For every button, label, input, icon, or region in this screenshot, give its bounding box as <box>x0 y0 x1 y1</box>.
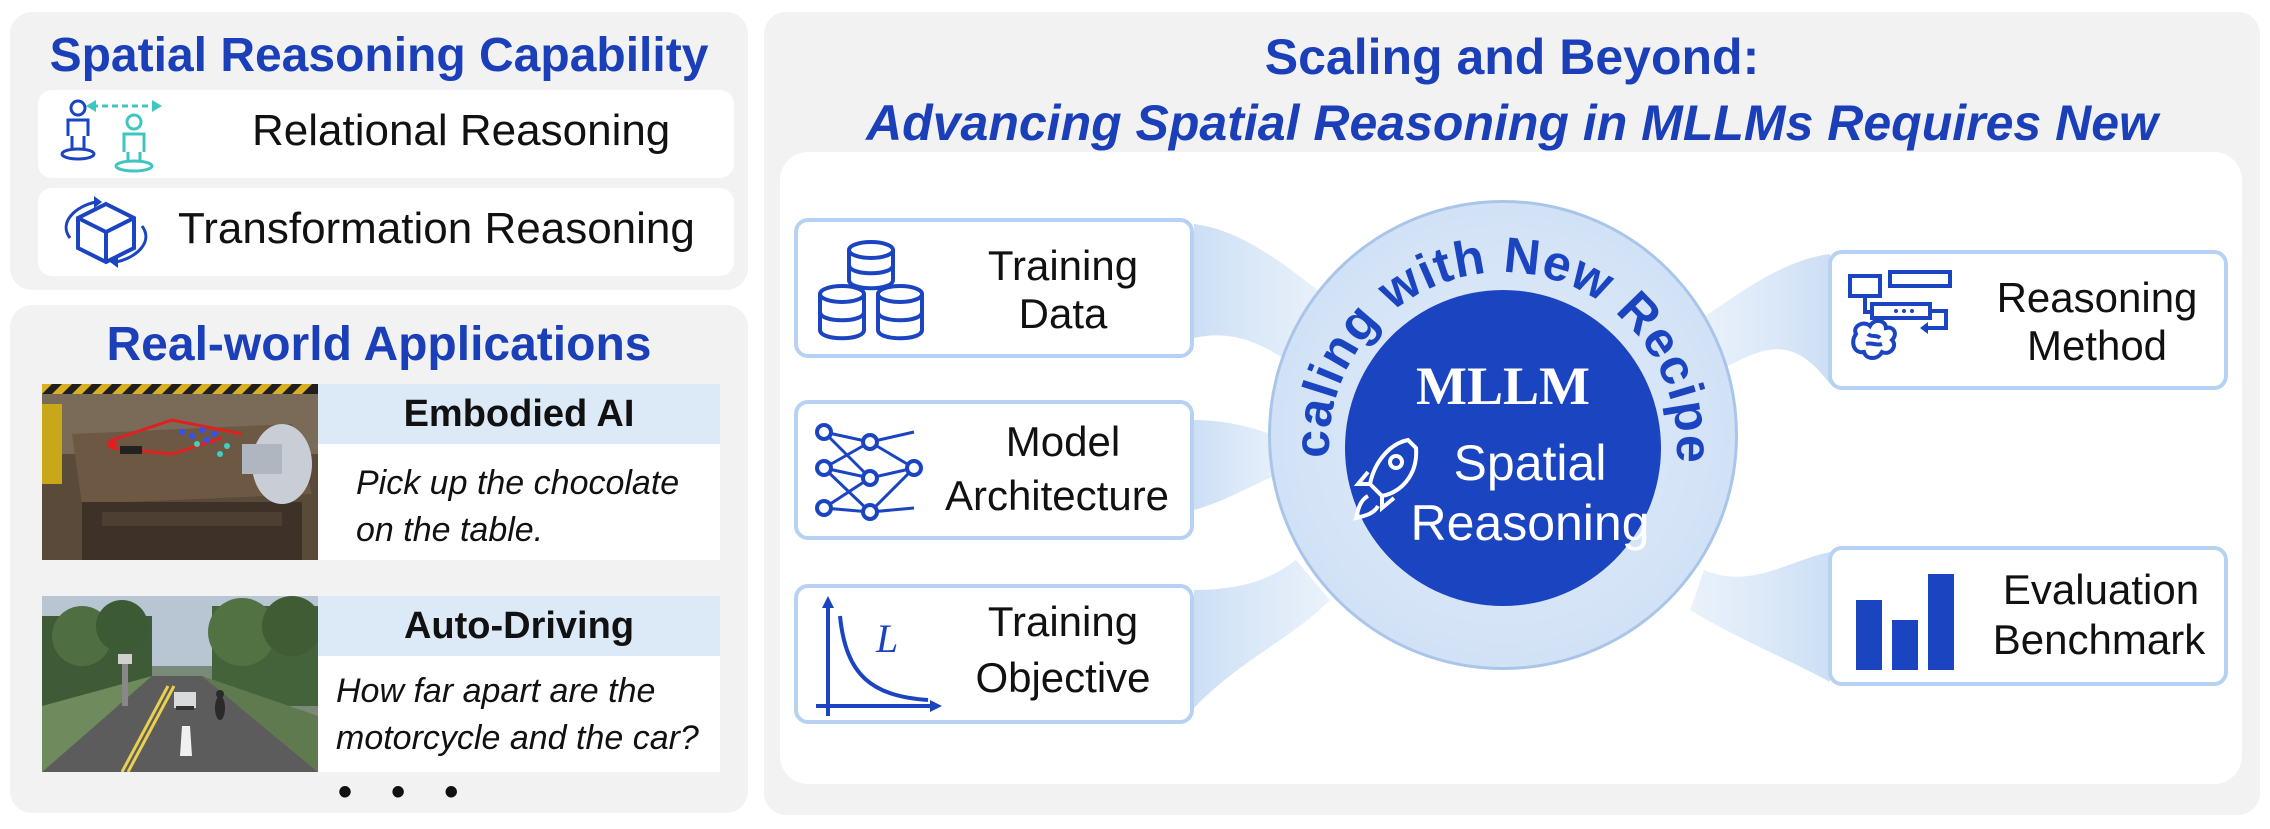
reasoning-method-line2: Method <box>2026 322 2168 369</box>
training-objective-box: L Training Objective <box>794 584 1194 724</box>
fan-model-architecture <box>1194 420 1290 510</box>
loss-curve-icon: L <box>812 596 942 725</box>
evaluation-benchmark-box: Evaluation Benchmark <box>1828 546 2228 686</box>
neural-network-icon <box>814 418 926 529</box>
database-icon <box>816 236 926 347</box>
flowchart-brain-icon <box>1846 268 1958 373</box>
model-architecture-line1: Model <box>1005 418 1121 465</box>
bar-chart-icon <box>1850 566 1960 675</box>
auto-driving-question-line1: How far apart are the <box>336 672 656 710</box>
training-objective-line2: Objective <box>975 654 1151 701</box>
loss-symbol: L <box>875 616 898 661</box>
auto-driving-question-line2: motorcycle and the car? <box>336 719 699 757</box>
training-data-box: Training Data <box>794 218 1194 358</box>
embodied-ai-heading: Embodied AI <box>318 384 720 444</box>
reasoning-method-box: Reasoning Method <box>1828 250 2228 390</box>
relational-reasoning-card: Relational Reasoning <box>38 90 734 178</box>
capability-title: Spatial Reasoning Capability <box>49 29 709 82</box>
model-architecture-box: Model Architecture <box>794 400 1194 540</box>
road-driving-photo <box>42 596 318 772</box>
applications-title: Real-world Applications <box>106 318 652 371</box>
more-applications-ellipsis: • • • <box>338 770 473 814</box>
robot-arm-tabletop-photo <box>42 384 318 560</box>
auto-driving-heading: Auto-Driving <box>318 596 720 656</box>
evaluation-benchmark-line2: Benchmark <box>1992 616 2206 663</box>
model-architecture-line2: Architecture <box>944 472 1170 519</box>
reasoning-label: Reasoning <box>1410 495 1650 551</box>
embodied-ai-instruction-line2: on the table. <box>356 511 544 549</box>
scaling-title: Scaling and Beyond: <box>1264 29 1760 85</box>
transformation-reasoning-card: Transformation Reasoning <box>38 188 734 276</box>
training-objective-line1: Training <box>987 598 1139 645</box>
relational-people-icon <box>56 96 166 179</box>
rocket-icon <box>1352 434 1422 529</box>
spatial-label: Spatial <box>1453 435 1607 491</box>
auto-driving-card <box>318 656 720 772</box>
transformation-reasoning-label: Transformation Reasoning <box>178 204 695 253</box>
embodied-ai-instruction-line1: Pick up the chocolate <box>356 464 680 502</box>
evaluation-benchmark-line1: Evaluation <box>2002 566 2200 613</box>
relational-reasoning-label: Relational Reasoning <box>252 106 671 155</box>
mllm-core <box>1345 290 1661 606</box>
fan-reasoning-method <box>1700 254 1830 384</box>
fan-training-objective <box>1194 560 1330 708</box>
reasoning-method-line1: Reasoning <box>1996 274 2198 321</box>
fan-evaluation-benchmark <box>1690 552 1830 682</box>
training-data-line1: Training <box>987 242 1139 289</box>
embodied-ai-card <box>318 444 720 560</box>
training-data-line2: Data <box>1018 290 1108 337</box>
rotating-cube-icon <box>56 192 156 277</box>
mllm-label: MLLM <box>1416 356 1590 416</box>
